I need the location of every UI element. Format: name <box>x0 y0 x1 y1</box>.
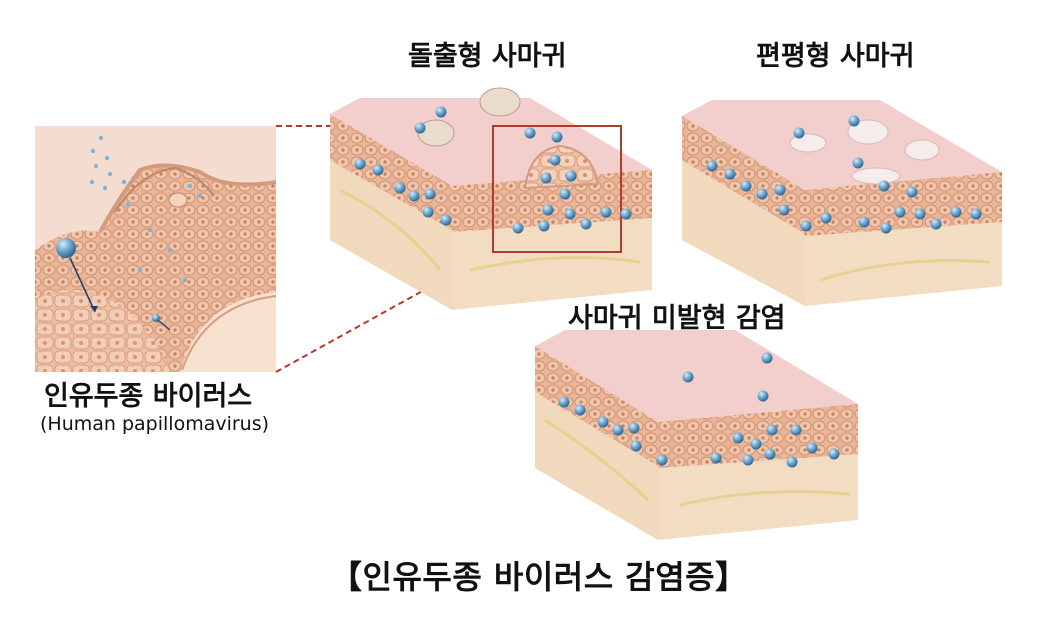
flat-wart-label: 편평형 사마귀 <box>756 41 915 72</box>
virus-particles <box>706 115 982 234</box>
virus-particles <box>558 352 840 468</box>
virus-name-english: (Human papillomavirus) <box>40 413 270 435</box>
flat-wart-block <box>682 100 1002 306</box>
virus-particles <box>354 106 632 234</box>
zoom-box <box>492 125 622 253</box>
subclinical-infection-label: 사마귀 미발현 감염 <box>568 303 786 334</box>
exophytic-wart-block <box>330 87 652 310</box>
subclinical-infection-block <box>535 330 858 540</box>
virus-name-korean: 인유두종 바이러스 <box>44 381 253 412</box>
hpv-inset-panel <box>35 126 277 372</box>
exophytic-wart-label: 돌출형 사마귀 <box>408 41 567 72</box>
main-title: 【인유두종 바이러스 감염증】 <box>330 558 748 596</box>
